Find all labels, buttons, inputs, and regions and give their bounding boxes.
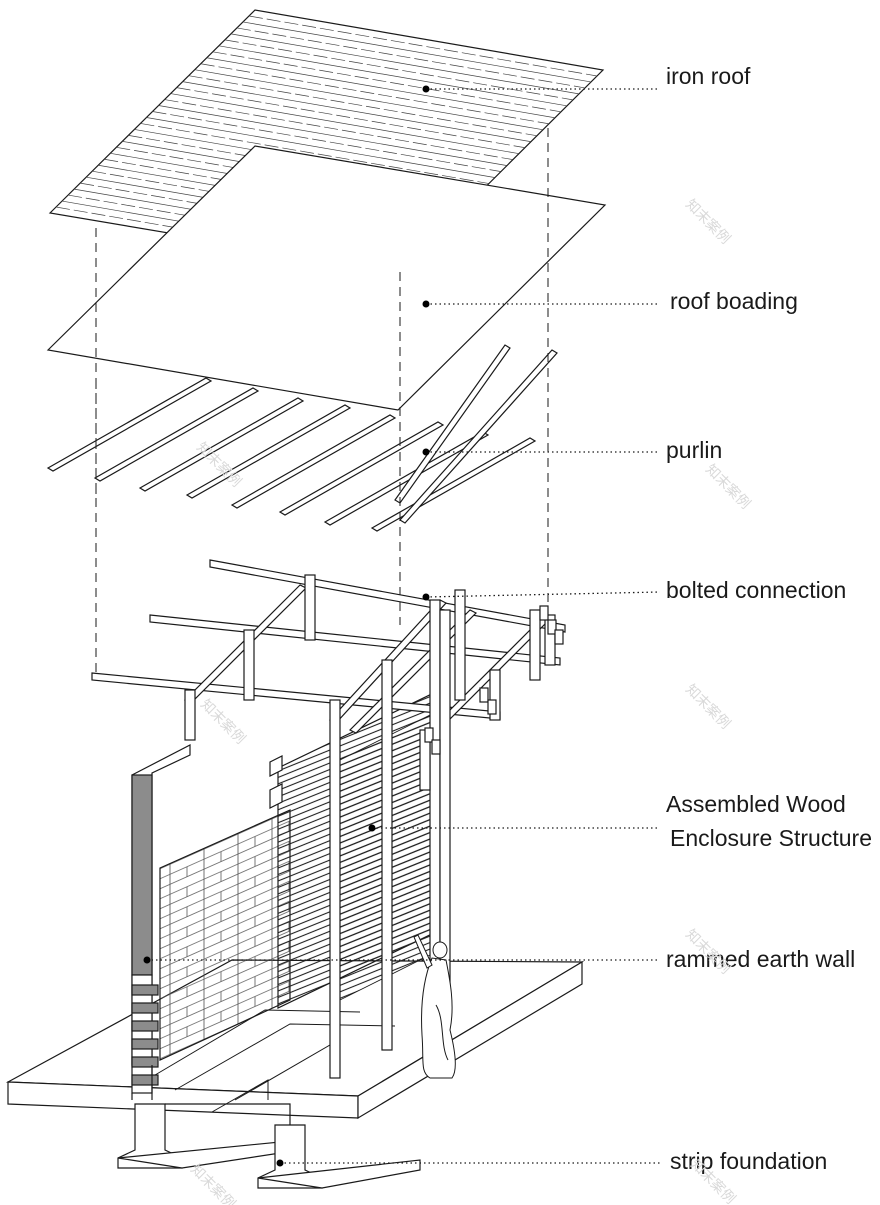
purlin-bar bbox=[323, 431, 490, 526]
frame-post bbox=[329, 699, 341, 1079]
bolted-bracket bbox=[547, 619, 557, 635]
roof-corrugation bbox=[194, 69, 543, 131]
wall-brick-tooth bbox=[131, 1002, 159, 1014]
watermark-1: 知末案例 bbox=[682, 196, 734, 248]
roof-corrugation bbox=[224, 39, 573, 101]
roof-corrugation bbox=[152, 111, 501, 172]
alignment-lines bbox=[95, 128, 549, 680]
roof-corrugation bbox=[170, 93, 519, 154]
frame-beam bbox=[149, 614, 561, 666]
frame-post bbox=[529, 609, 541, 681]
label-bolted-connection: bolted connection bbox=[666, 577, 846, 603]
watermark-4: 知末案例 bbox=[197, 696, 249, 748]
roof-corrugation bbox=[188, 75, 537, 137]
roof-corrugation bbox=[230, 33, 579, 95]
purlin-bar bbox=[185, 404, 352, 499]
wall-brick-tooth bbox=[131, 1020, 159, 1032]
label-rammed-earth-wall: rammed earth wall bbox=[666, 946, 855, 972]
human-figure bbox=[413, 934, 456, 1079]
roof-boarding-layer bbox=[46, 145, 607, 411]
label-roof-boarding: roof boading bbox=[670, 288, 798, 314]
bolted-bracket bbox=[431, 739, 441, 755]
purlin-bar bbox=[230, 414, 397, 509]
watermark-7: 知末案例 bbox=[187, 1161, 239, 1205]
purlin-bar bbox=[138, 397, 305, 492]
roof-corrugation bbox=[242, 21, 592, 83]
strip-foundation bbox=[117, 1103, 421, 1189]
frame-post bbox=[429, 599, 441, 961]
purlin-bar bbox=[394, 344, 511, 504]
roof-corrugation bbox=[248, 15, 598, 77]
purlin-bar bbox=[278, 421, 445, 516]
roof-corrugation bbox=[182, 81, 531, 142]
leader-dots bbox=[143, 85, 430, 1167]
rammed-earth-wall bbox=[131, 744, 291, 1100]
frame-post bbox=[304, 574, 316, 641]
roof-corrugation bbox=[146, 117, 495, 178]
bolted-bracket bbox=[554, 629, 564, 645]
purlin-bar bbox=[46, 377, 213, 472]
bolted-bracket bbox=[424, 727, 434, 743]
watermark-3: 知末案例 bbox=[702, 461, 754, 513]
roof-corrugation bbox=[218, 45, 567, 107]
timber-frame bbox=[91, 559, 566, 1079]
roof-corrugation bbox=[140, 123, 489, 184]
wall-brick-tooth bbox=[131, 1038, 159, 1050]
purlin-layer bbox=[46, 344, 558, 532]
wall-brick-tooth bbox=[131, 1074, 159, 1086]
bolted-bracket bbox=[479, 687, 489, 703]
roof-corrugation bbox=[212, 51, 561, 113]
label-wood-enclosure-line1: Assembled Wood bbox=[666, 791, 846, 817]
label-strip-foundation: strip foundation bbox=[670, 1148, 827, 1174]
roof-corrugation bbox=[164, 99, 513, 160]
frame-post bbox=[489, 669, 501, 721]
wall-brick-tooth bbox=[131, 1056, 159, 1068]
roof-corrugation bbox=[158, 105, 507, 166]
label-wood-enclosure-line2: Enclosure Structure bbox=[670, 825, 872, 851]
wall-brick-tooth bbox=[131, 984, 159, 996]
frame-post bbox=[381, 659, 393, 1051]
leader-lines bbox=[147, 88, 661, 1164]
label-iron-roof: iron roof bbox=[666, 63, 751, 89]
frame-post bbox=[454, 589, 466, 701]
frame-post bbox=[184, 689, 196, 741]
label-purlin: purlin bbox=[666, 437, 722, 463]
frame-post bbox=[243, 629, 255, 701]
roof-corrugation bbox=[236, 27, 585, 89]
purlin-bar bbox=[399, 349, 558, 524]
bolted-bracket bbox=[487, 699, 497, 715]
watermark-5: 知末案例 bbox=[682, 681, 734, 733]
labels: iron roof roof boading purlin bolted con… bbox=[666, 63, 872, 1174]
roof-corrugation bbox=[206, 57, 555, 119]
frame-beam bbox=[209, 559, 566, 633]
purlin-bar bbox=[93, 387, 260, 482]
roof-corrugation bbox=[200, 63, 549, 125]
bolted-bracket bbox=[539, 605, 549, 621]
roof-corrugation bbox=[176, 87, 525, 148]
